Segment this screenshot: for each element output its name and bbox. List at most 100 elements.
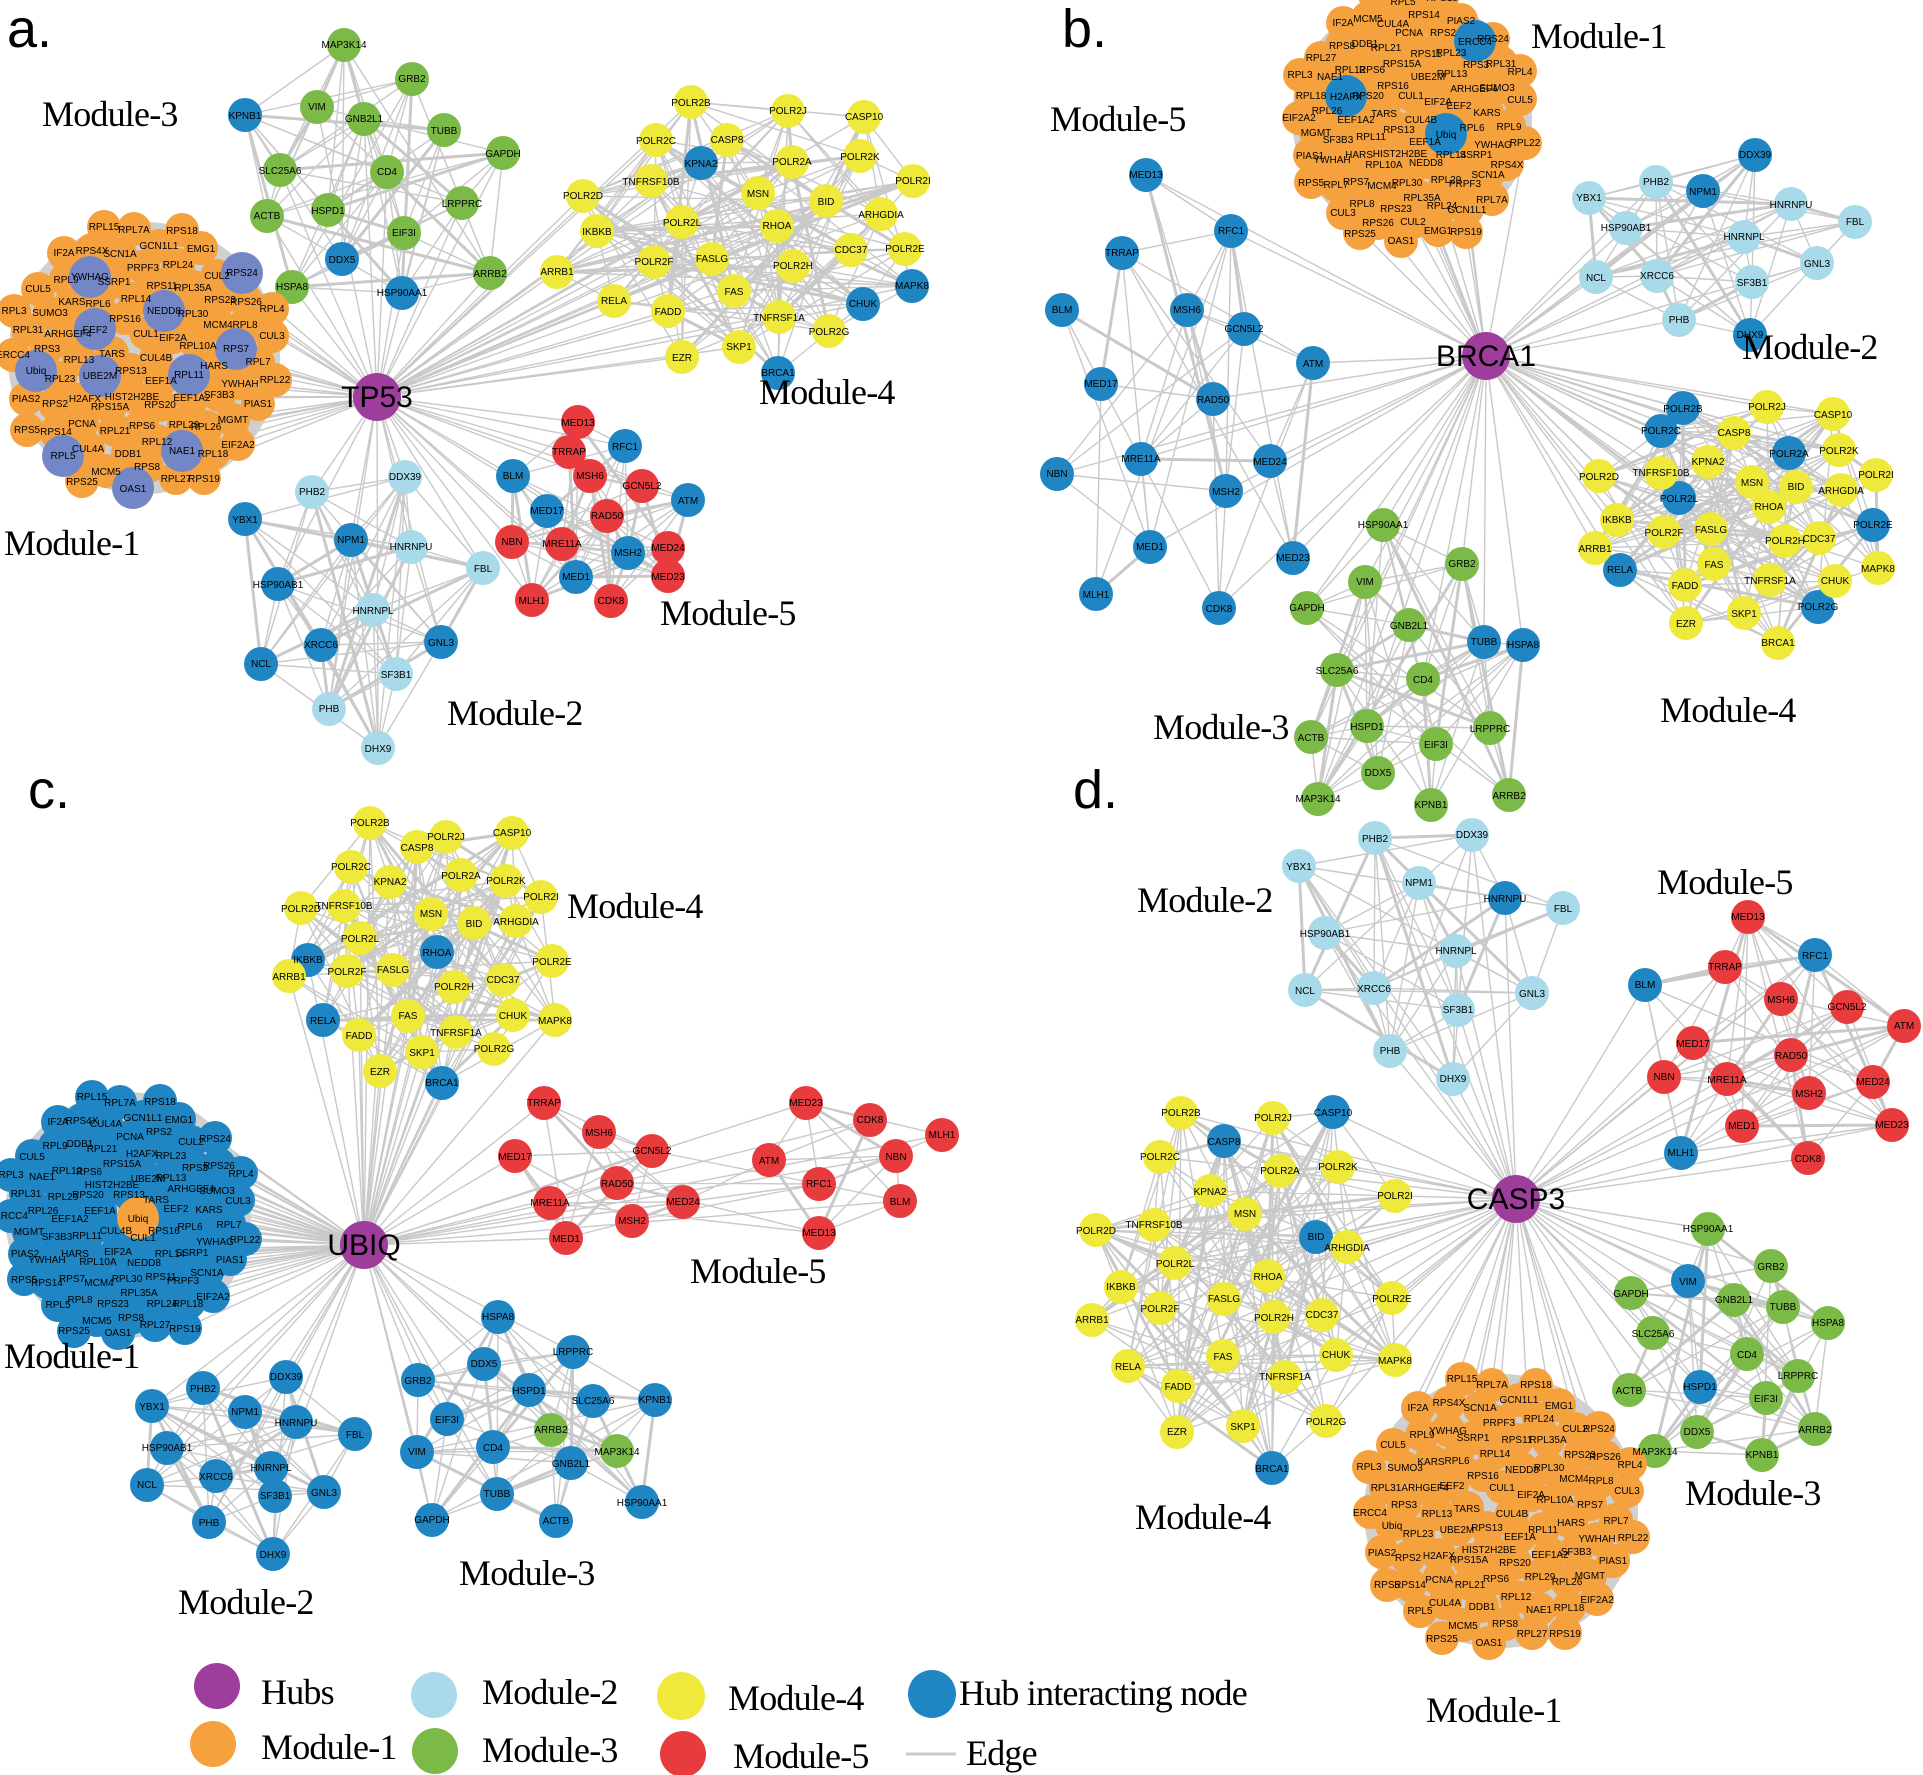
svg-text:BRCA1: BRCA1 (761, 368, 795, 379)
svg-text:RPS18: RPS18 (144, 1097, 176, 1108)
svg-text:RHOA: RHOA (1254, 1272, 1283, 1283)
svg-text:SCN1A: SCN1A (1471, 170, 1505, 181)
svg-text:RPL31: RPL31 (13, 325, 44, 336)
svg-text:Module-3: Module-3 (42, 94, 178, 134)
svg-text:PRPF3: PRPF3 (1449, 179, 1482, 190)
svg-text:RPS8: RPS8 (118, 1313, 145, 1324)
svg-text:a.: a. (7, 0, 52, 59)
svg-text:POLR2D: POLR2D (1076, 1226, 1116, 1237)
svg-text:MAP3K14: MAP3K14 (1295, 794, 1340, 805)
svg-text:H2AFX: H2AFX (126, 1149, 159, 1160)
svg-text:RPL23: RPL23 (156, 1151, 187, 1162)
svg-text:MGMT: MGMT (14, 1227, 45, 1238)
svg-text:KPNA2: KPNA2 (374, 877, 407, 888)
svg-text:POLR2F: POLR2F (328, 967, 367, 978)
svg-text:RPL9: RPL9 (1496, 122, 1521, 133)
svg-text:BID: BID (818, 197, 835, 208)
svg-text:IF2A: IF2A (1332, 18, 1353, 29)
svg-text:EZR: EZR (1167, 1427, 1187, 1438)
svg-text:RPL15: RPL15 (1447, 1374, 1478, 1385)
svg-text:PCNA: PCNA (1425, 1575, 1453, 1586)
svg-text:CUL4B: CUL4B (100, 1226, 133, 1237)
svg-text:SCN1A: SCN1A (103, 249, 137, 260)
svg-text:RPS11: RPS11 (1411, 49, 1442, 60)
svg-text:RPL6: RPL6 (1459, 123, 1484, 134)
svg-text:LRPPRC: LRPPRC (1470, 724, 1511, 735)
svg-text:RAD50: RAD50 (1197, 395, 1230, 406)
svg-text:RPL12: RPL12 (52, 1166, 83, 1177)
svg-text:BID: BID (466, 919, 483, 930)
svg-text:FASLG: FASLG (1695, 525, 1727, 536)
svg-text:ERCC4: ERCC4 (0, 350, 30, 361)
svg-text:HSP90AA1: HSP90AA1 (377, 288, 428, 299)
svg-text:EIF3I: EIF3I (392, 228, 416, 239)
svg-text:FAS: FAS (725, 287, 744, 298)
svg-text:POLR2B: POLR2B (1663, 404, 1703, 415)
svg-text:POLR2K: POLR2K (1819, 446, 1859, 457)
svg-text:RPL7A: RPL7A (104, 1098, 136, 1109)
svg-text:BRCA1: BRCA1 (1436, 340, 1536, 373)
svg-text:RPL29: RPL29 (169, 420, 200, 431)
svg-text:TUBB: TUBB (431, 126, 458, 137)
svg-text:GNB2L1: GNB2L1 (1390, 621, 1429, 632)
svg-text:IF2A: IF2A (53, 248, 74, 259)
svg-text:CDC37: CDC37 (835, 245, 868, 256)
svg-text:RPS4X: RPS4X (1433, 1398, 1466, 1409)
svg-text:CDK8: CDK8 (1206, 604, 1233, 615)
svg-text:SF3B1: SF3B1 (1443, 1005, 1474, 1016)
svg-text:HNRNPU: HNRNPU (390, 542, 433, 553)
svg-text:MCM5: MCM5 (1353, 14, 1383, 25)
svg-text:MGMT: MGMT (218, 415, 249, 426)
svg-text:HARS: HARS (61, 1249, 89, 1260)
svg-text:ERCC4: ERCC4 (1458, 37, 1492, 48)
svg-text:RPS5: RPS5 (11, 1275, 38, 1286)
svg-text:POLR2G: POLR2G (809, 327, 850, 338)
svg-text:POLR2L: POLR2L (663, 218, 702, 229)
svg-text:KPNA2: KPNA2 (1194, 1187, 1227, 1198)
svg-text:OAS1: OAS1 (1388, 236, 1415, 247)
svg-text:RPS25: RPS25 (1344, 229, 1376, 240)
svg-text:ERCC4: ERCC4 (1353, 1508, 1387, 1519)
svg-text:MED24: MED24 (1856, 1077, 1890, 1088)
svg-text:RPL5: RPL5 (45, 1300, 70, 1311)
svg-text:TRRAP: TRRAP (552, 447, 586, 458)
svg-text:EEF2: EEF2 (82, 325, 107, 336)
svg-text:NCL: NCL (1586, 273, 1606, 284)
svg-text:POLR2F: POLR2F (1645, 528, 1684, 539)
svg-text:RPL35A: RPL35A (174, 283, 212, 294)
svg-text:Module-4: Module-4 (728, 1678, 864, 1718)
svg-text:EIF2A2: EIF2A2 (221, 440, 255, 451)
svg-text:SUMO3: SUMO3 (32, 308, 68, 319)
svg-text:GNB2L1: GNB2L1 (345, 114, 384, 125)
svg-text:HSP90AA1: HSP90AA1 (1683, 1224, 1734, 1235)
svg-text:BLM: BLM (503, 471, 524, 482)
svg-text:CUL5: CUL5 (1380, 1440, 1406, 1451)
svg-text:Module-5: Module-5 (690, 1251, 826, 1291)
svg-text:TNFRSF1A: TNFRSF1A (430, 1028, 482, 1039)
svg-text:RPS14: RPS14 (31, 1278, 63, 1289)
svg-text:RPS7: RPS7 (1343, 177, 1370, 188)
svg-text:DDB1: DDB1 (1469, 1602, 1496, 1613)
svg-text:NPM1: NPM1 (337, 535, 365, 546)
svg-text:HSPD1: HSPD1 (1683, 1382, 1717, 1393)
svg-text:CD4: CD4 (377, 167, 397, 178)
svg-text:POLR2K: POLR2K (840, 152, 880, 163)
svg-text:FASLG: FASLG (1208, 1294, 1240, 1305)
svg-text:CDC37: CDC37 (487, 975, 520, 986)
svg-text:ATM: ATM (678, 496, 698, 507)
svg-text:TNFRSF1A: TNFRSF1A (753, 313, 805, 324)
svg-text:ARHGDIA: ARHGDIA (1324, 1243, 1370, 1254)
svg-text:Module-2: Module-2 (1742, 327, 1878, 367)
svg-text:SSRP1: SSRP1 (1460, 150, 1493, 161)
svg-text:POLR2G: POLR2G (1798, 602, 1839, 613)
svg-text:RPL29: RPL29 (1431, 175, 1462, 186)
svg-text:POLR2D: POLR2D (1579, 472, 1619, 483)
svg-text:RPS2: RPS2 (1395, 1553, 1422, 1564)
svg-text:DDX39: DDX39 (270, 1372, 303, 1383)
svg-text:RELA: RELA (601, 296, 627, 307)
svg-text:RPS4X: RPS4X (1491, 160, 1524, 171)
svg-text:RPL24: RPL24 (1427, 201, 1458, 212)
svg-text:PIAS2: PIAS2 (11, 1249, 40, 1260)
svg-text:RPS11: RPS11 (146, 1272, 177, 1283)
svg-text:CDC37: CDC37 (1306, 1310, 1339, 1321)
